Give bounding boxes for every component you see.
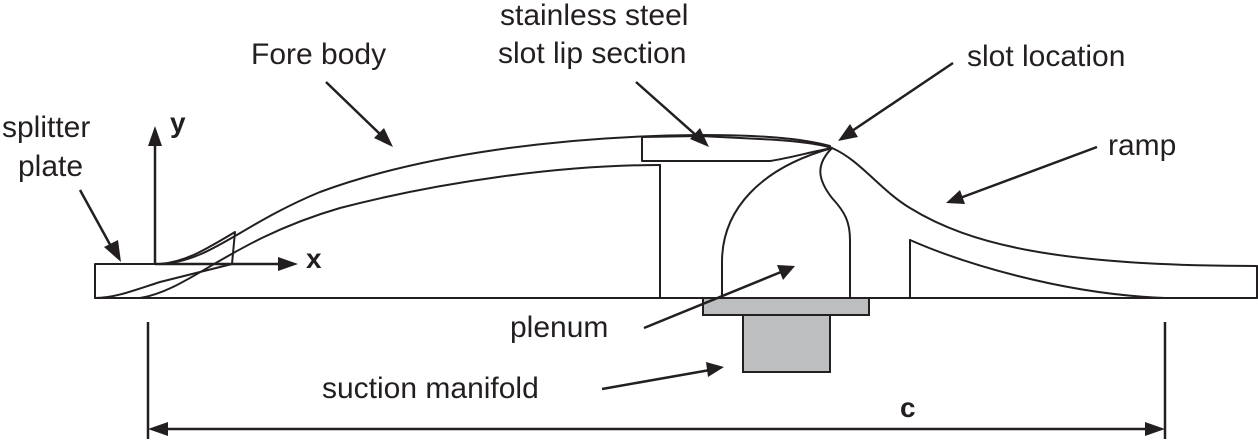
x-axis-arrowhead — [278, 257, 298, 271]
plenum-right-wall — [819, 147, 851, 299]
ramp-inner-surface — [909, 239, 1166, 299]
splitter-plate-label-line1: splitter — [2, 111, 90, 144]
slot-lip-leader — [635, 81, 699, 138]
chord-arrowhead-right — [1145, 422, 1165, 436]
ramp-upper-surface — [831, 147, 1258, 267]
plenum-leader — [643, 270, 782, 330]
ramp-label: ramp — [1108, 129, 1176, 162]
chord-dimension: c — [146, 322, 1167, 439]
suction-manifold-body — [742, 314, 831, 373]
fore-body-label: Fore body — [251, 38, 386, 71]
slot-lip-label-line2: slot lip section — [498, 37, 686, 70]
plenum-left-wall — [721, 147, 833, 299]
plenum-arrowhead — [777, 265, 795, 280]
x-axis-label: x — [306, 243, 322, 274]
plenum-label: plenum — [510, 311, 608, 344]
y-axis-arrowhead — [148, 126, 162, 146]
chord-label: c — [900, 392, 916, 423]
splitter-plate-arrowhead — [104, 240, 121, 262]
splitter-plate-leader — [78, 189, 115, 251]
fore-body-upper-surface — [159, 134, 831, 265]
y-axis-label: y — [170, 107, 186, 138]
chord-arrowhead-left — [148, 422, 168, 436]
splitter-plate-label-line2: plate — [18, 150, 83, 183]
coordinate-axes: y x — [148, 107, 322, 274]
suction-manifold-flange — [702, 297, 870, 316]
suction-manifold-leader — [601, 368, 711, 391]
slot-location-leader — [848, 61, 954, 135]
fore-body-leader — [325, 81, 384, 138]
slot-location-label: slot location — [967, 40, 1125, 73]
fore-body-inner-surface — [139, 164, 661, 299]
slot-lip-label-line1: stainless steel — [500, 0, 688, 32]
slot-location-arrowhead — [838, 124, 858, 141]
suction-manifold-label: suction manifold — [322, 372, 539, 405]
ramp-leader — [959, 145, 1098, 200]
fore-body-arrowhead — [374, 128, 393, 147]
suction-manifold-arrowhead — [706, 362, 724, 377]
slot-lip-arrowhead — [690, 128, 709, 147]
ramp-arrowhead — [946, 190, 965, 204]
